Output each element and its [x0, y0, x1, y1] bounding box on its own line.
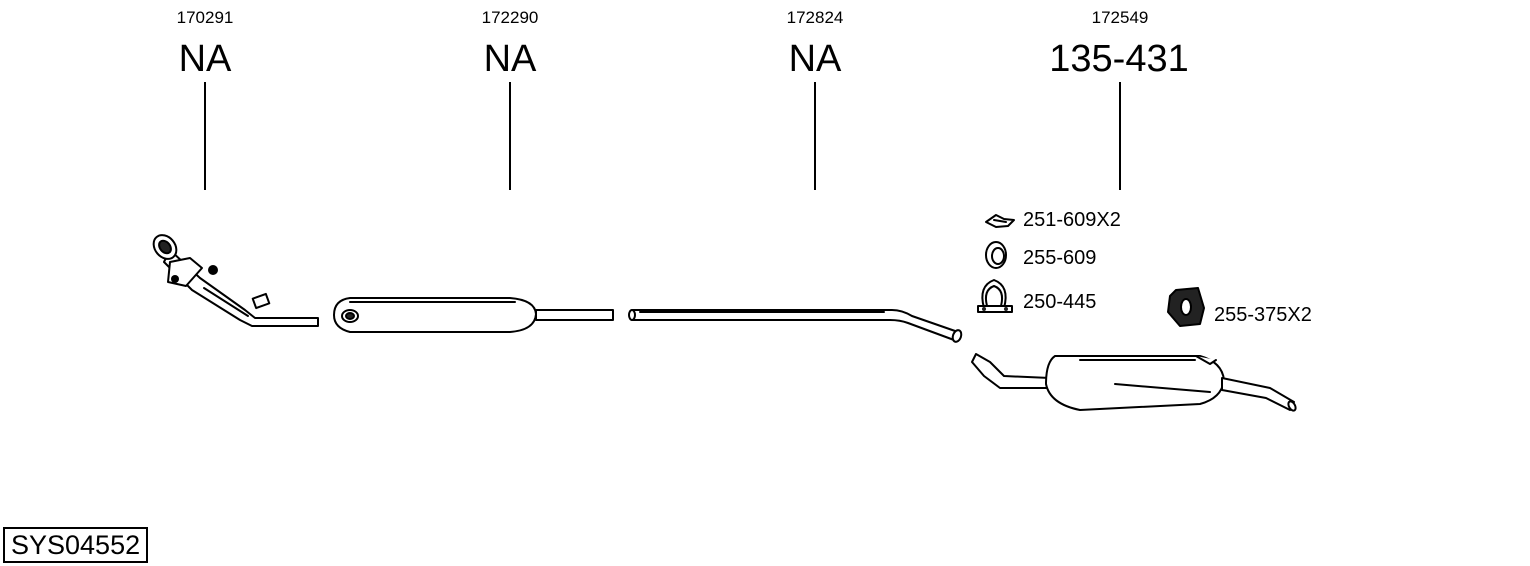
intermediate-pipe-part[interactable]: [628, 309, 963, 343]
part-number-1[interactable]: NA: [178, 38, 232, 80]
leader-line-1: [204, 82, 206, 190]
part-ref-3: 172824: [786, 8, 844, 27]
part-ref-2: 172290: [481, 8, 539, 27]
accessory-label-2[interactable]: 255-609: [1023, 247, 1097, 269]
pipe-clamp-icon[interactable]: [977, 279, 1013, 313]
part-number-4[interactable]: 135-431: [1049, 38, 1189, 80]
rubber-mount-icon[interactable]: [1167, 287, 1205, 327]
leader-line-3: [814, 82, 816, 190]
rubber-ring-icon[interactable]: [985, 241, 1007, 269]
part-ref-1: 170291: [176, 8, 234, 27]
leader-line-2: [509, 82, 511, 190]
part-ref-4: 172549: [1091, 8, 1149, 27]
part-number-2[interactable]: NA: [483, 38, 537, 80]
part-number-3[interactable]: NA: [788, 38, 842, 80]
hanger-clip-icon[interactable]: [985, 214, 1015, 228]
centre-silencer-part[interactable]: [333, 297, 614, 333]
accessory-label-4[interactable]: 255-375X2: [1214, 304, 1312, 326]
rear-silencer-part[interactable]: [971, 353, 1297, 412]
system-code-box: SYS04552: [3, 527, 149, 563]
leader-line-4: [1119, 82, 1121, 190]
accessory-label-1[interactable]: 251-609X2: [1023, 209, 1121, 231]
front-pipe-part[interactable]: [149, 231, 319, 327]
accessory-label-3[interactable]: 250-445: [1023, 291, 1097, 313]
